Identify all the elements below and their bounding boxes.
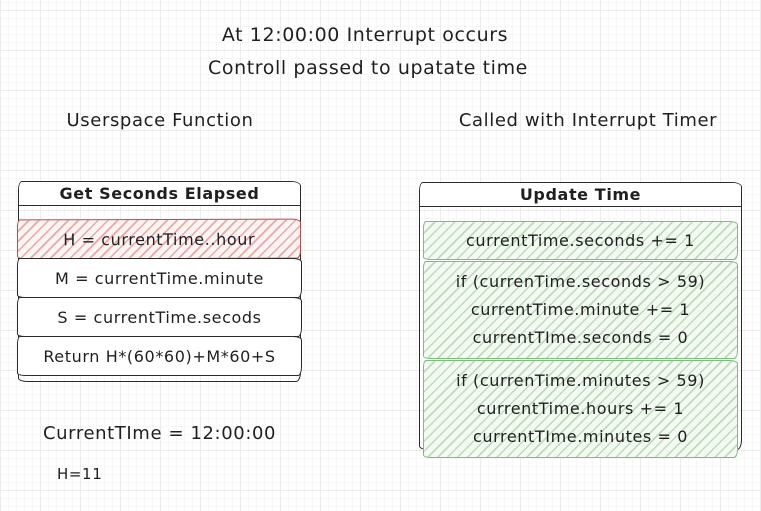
code-line: currentTIme.seconds = 0 (472, 328, 689, 347)
current-time-annotation: CurrentTIme = 12:00:00 (43, 423, 277, 444)
code-row-seconds-increment: currentTime.seconds += 1 (423, 221, 738, 260)
right-box-body: currentTime.seconds += 1 if (currenTime.… (420, 221, 741, 458)
code-line: currentTime.minute += 1 (470, 300, 691, 319)
code-row-h-hour-highlighted: H = currentTime..hour (17, 218, 302, 260)
code-row-if-seconds: if (currenTime.seconds > 59) currentTime… (423, 261, 738, 359)
code-line: if (currenTime.minutes > 59) (456, 371, 705, 390)
right-column-label: Called with Interrupt Timer (458, 110, 718, 131)
code-row-m-minute: M = currentTime.minute (17, 258, 302, 298)
code-line: currentTIme.minutes = 0 (472, 427, 689, 446)
code-line: if (currenTime.seconds > 59) (455, 272, 706, 291)
code-row-s-seconds: S = currentTime.secods (17, 297, 302, 337)
code-line: currentTime.hours += 1 (476, 399, 685, 418)
right-box-title: Update Time (420, 183, 741, 207)
update-time-box: Update Time currentTime.seconds += 1 if … (419, 182, 742, 458)
left-box-title: Get Seconds Elapsed (19, 182, 300, 206)
h-value-annotation: H=11 (57, 465, 103, 483)
code-row-return: Return H*(60*60)+M*60+S (17, 336, 302, 376)
code-row-if-minutes: if (currenTime.minutes > 59) currentTime… (423, 360, 738, 458)
get-seconds-elapsed-box: Get Seconds Elapsed H = currentTime..hou… (17, 181, 302, 382)
code-line: currentTime.seconds += 1 (466, 230, 695, 250)
title-line-2: Controll passed to upatate time (208, 57, 528, 79)
left-column-label: Userspace Function (66, 110, 254, 131)
left-box-body: H = currentTime..hour M = currentTime.mi… (17, 218, 302, 376)
title-line-1: At 12:00:00 Interrupt occurs (221, 24, 509, 46)
